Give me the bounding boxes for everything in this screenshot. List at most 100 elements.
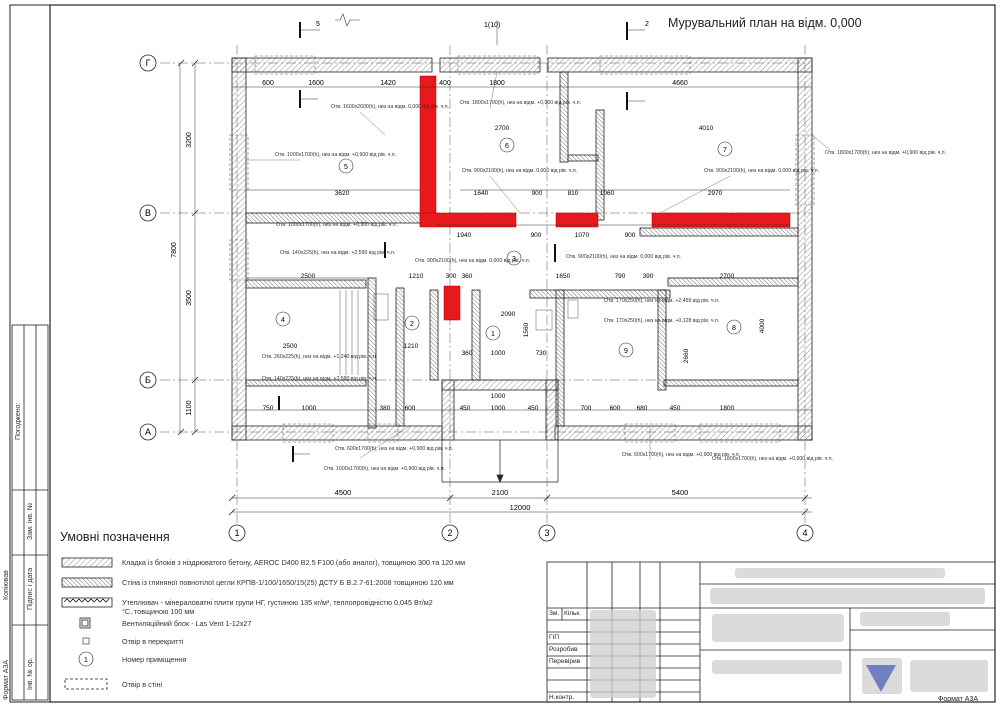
axis-label-3: 3 [544,528,549,538]
opening-note-11: Отв. 170х250(h), низ на відм. +0,128 від… [604,318,719,324]
dim-inner-32: 380 [380,405,391,412]
dim-inner-0: 2700 [495,125,510,132]
side-label-approved: Погоджено: [15,402,22,440]
dim-left-1: 7800 [171,242,178,258]
axis-label-2: 2 [447,528,452,538]
opening-notes: Отв. 1600х2600(h), низ на відм. 0,000 ві… [262,100,946,472]
dim-inner-21: 1560 [523,322,530,337]
dim-inner-35: 1000 [491,405,506,412]
dim-inner-31: 1000 [302,405,317,412]
leader-lines [246,71,831,460]
side-label-inv-orig: Інв. № ор. [27,657,34,690]
room-9: 9 [624,348,628,355]
opening-note-12: Отв. 260х225(h), низ на відм. +1,240 від… [262,354,377,360]
axis-label-1: 1 [234,528,239,538]
dim-inner-19: 2700 [720,273,735,280]
dimension-lines [179,63,812,513]
dim-top-2: 1420 [380,80,396,87]
section-5: 5 [316,21,320,28]
dim-inner-12: 900 [625,232,636,239]
opening-note-7: Отв. 140х225(h), низ на відм. +2,590 від… [280,250,395,256]
dim-inner-16: 360 [462,273,473,280]
room-bubbles [275,137,742,358]
dim-inner-24: 1000 [491,393,506,400]
dim-inner-29: 1210 [404,343,419,350]
section-arrows [293,29,645,455]
top-dims: 600 1600 1420 400 1800 4660 [262,80,688,87]
dim-inner-28: 2500 [283,343,298,350]
dim-inner-17: 1650 [556,273,571,280]
dim-bottom-2: 5400 [672,488,689,497]
tb-rozrobyv-label: Розробив [549,646,578,653]
dim-inner-26: 2660 [683,348,690,363]
room-2: 2 [410,321,414,328]
dim-inner-25: 730 [536,350,547,357]
legend-room-sample: 1 [84,657,88,664]
drawing-title: Мурувальний план на відм. 0,000 [668,16,862,30]
dim-inner-39: 680 [637,405,648,412]
dim-inner-4: 900 [532,190,543,197]
dim-top-4: 1800 [489,80,505,87]
legend-title: Умовні позначення [60,530,170,544]
dim-inner-9: 900 [531,232,542,239]
inner-walls [245,71,799,429]
axis-label-v: В [145,208,151,218]
dim-left-0: 3200 [186,132,193,148]
opening-note-15: Отв. 1000х1700(h), низ на відм. +0,900 в… [324,466,445,472]
dim-top-3: 400 [439,80,451,87]
overall-dims: 4500 2100 5400 12000 [335,488,689,512]
dim-bottom-1: 2100 [492,488,509,497]
stairs [339,290,579,375]
axis-label-b: Б [145,375,151,385]
section-labels: 5 2 1(10) [316,21,649,29]
opening-note-3: Отв. 1000х1700(h), низ на відм. +0,900 в… [275,152,396,158]
room-8: 8 [732,325,736,332]
dim-inner-11: 790 [615,273,626,280]
dim-inner-18: 390 [643,273,654,280]
dim-bottom-3: 12000 [510,503,531,512]
dim-left-2: 3500 [186,290,193,306]
dim-inner-15: 300 [446,273,457,280]
dim-inner-3: 1640 [474,190,489,197]
tb-nkontr: Н.контр. [549,694,575,701]
dim-inner-23: 360 [462,350,473,357]
opening-note-10: Отв. 170х250(h), низ на відм. +2,459 від… [604,298,719,304]
format-label: Формат А3А [938,696,979,703]
dim-top-1: 1600 [308,80,324,87]
dim-left-3: 1100 [186,400,193,415]
company-logo [866,665,896,692]
dim-top-0: 600 [262,80,274,87]
axis-label-g: Г [146,58,151,68]
left-dims: 3200 7800 3500 1100 [171,132,193,415]
dim-inner-36: 450 [528,405,539,412]
wall-openings [229,55,815,443]
inner-dims: 2700 4010 3620 1640 900 810 1060 2970 19… [263,125,766,412]
dim-inner-5: 810 [568,190,579,197]
dim-inner-40: 450 [670,405,681,412]
opening-note-6: Отв. 1000х1700(h), низ на відм. +0,900 в… [276,222,397,228]
dim-inner-2: 3620 [335,190,350,197]
dim-inner-22: 1000 [491,350,506,357]
opening-note-0: Отв. 1600х2600(h), низ на відм. 0,000 ві… [331,104,449,110]
room-4: 4 [281,317,285,324]
dim-inner-14: 1210 [409,273,424,280]
title-block-redacted [590,568,988,698]
side-label-copied: Копіював [3,570,10,600]
room-1: 1 [491,331,495,338]
room-3: 3 [512,256,516,263]
side-stamp [11,324,49,701]
dim-inner-10: 1070 [575,232,590,239]
axis-bubbles [139,54,814,542]
dim-inner-37: 700 [581,405,592,412]
opening-note-8: Отв. 900х2100(h), низ на відм. 0,000 від… [415,258,530,264]
opening-note-13: Отв. 140х225(h), низ на відм. +2,590 від… [262,376,377,382]
opening-note-4: Отв. 900х2100(h), низ на відм. 0,000 від… [462,168,577,174]
opening-note-17: Отв. 1800х1700(h), низ на відм. +0,900 в… [712,456,833,462]
axis-label-4: 4 [802,528,807,538]
room-5: 5 [344,164,348,171]
dim-inner-27: 4000 [759,318,766,333]
side-label-sign-date: Підпис і дата [27,567,34,610]
dim-inner-7: 2970 [708,190,723,197]
porch [441,439,559,484]
room-numbers: 1 2 3 4 5 6 7 8 9 [281,143,736,355]
